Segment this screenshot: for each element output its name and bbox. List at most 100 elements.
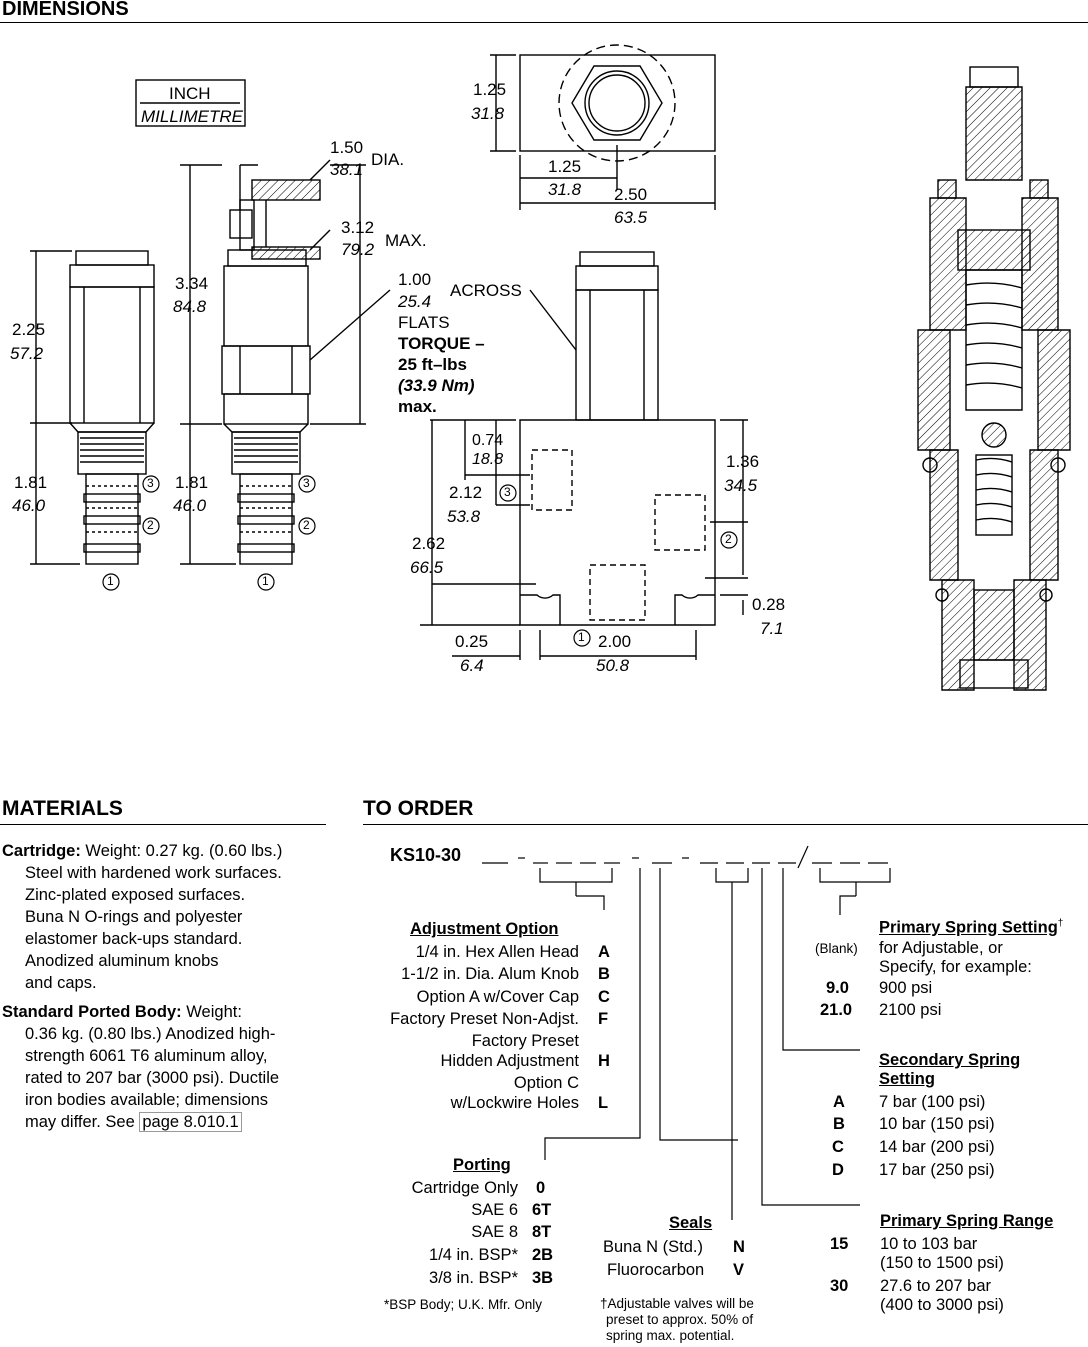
port-1-label-b: 1 [262, 574, 269, 588]
title-rule [0, 22, 1088, 23]
dim-2-25-in: 2.25 [12, 320, 46, 339]
blank-desc-2: Specify, for example: [879, 958, 1032, 976]
torque-value-ftlbs: 25 ft–lbs [398, 355, 467, 374]
seal-option-label: Buna N (Std.) [603, 1238, 703, 1256]
dim-1-36-in: 1.36 [726, 452, 760, 471]
porting-option-code: 8T [532, 1223, 552, 1241]
adjustment-option-label: 1-1/2 in. Dia. Alum Knob [401, 965, 579, 983]
materials-body: Standard Ported Body: Weight: [2, 1003, 242, 1021]
dim-2-62-in: 2.62 [412, 534, 446, 553]
dim-top-height-in: 1.25 [473, 80, 507, 99]
dim-top-half-in: 1.25 [548, 157, 582, 176]
dim-1-81-b-mm: 46.0 [173, 496, 207, 515]
dim-0-74-mm: 18.8 [472, 451, 504, 468]
dim-2-00-mm: 50.8 [596, 656, 630, 675]
to-order-rule [363, 824, 1088, 825]
seal-option-label: Fluorocarbon [607, 1261, 705, 1279]
primary-setting-code: 9.0 [826, 979, 849, 997]
adjustment-option-code: F [598, 1010, 609, 1028]
port-3-label: 3 [147, 476, 154, 490]
model-number: KS10-30 [390, 845, 462, 865]
materials-title: MATERIALS [2, 797, 123, 820]
dim-flats-mm: 25.4 [398, 292, 432, 311]
seal-option-code: N [733, 1238, 745, 1256]
dim-2-62-mm: 66.5 [410, 558, 444, 577]
porting-option-label: 1/4 in. BSP* [429, 1246, 518, 1264]
page-link[interactable]: page 8.010.1 [139, 1112, 242, 1132]
dim-0-25-in: 0.25 [455, 632, 489, 651]
adjustment-option-code: B [598, 965, 610, 983]
seal-option-code: V [733, 1261, 745, 1279]
primary-setting-heading: Primary Spring Setting† [879, 913, 1063, 939]
secondary-setting-code: D [832, 1161, 844, 1179]
adjustment-option-code: A [598, 943, 610, 961]
porting-option-label: 3/8 in. BSP* [429, 1269, 518, 1287]
dim-flats-in: 1.00 [398, 270, 432, 289]
dim-dia-label: DIA. [371, 150, 405, 169]
torque-label: TORQUE – [398, 334, 485, 353]
body-line-last: may differ. See page 8.010.1 [25, 1111, 242, 1133]
adjustment-option-label: Hidden Adjustment [440, 1052, 579, 1070]
dim-2-00-in: 2.00 [598, 632, 632, 651]
materials-rule [0, 824, 326, 825]
dim-1-81-b-in: 1.81 [175, 473, 209, 492]
seals-footnote-1: †Adjustable valves will be [600, 1296, 754, 1311]
dim-1-81-a-mm: 46.0 [12, 496, 46, 515]
dim-0-74-in: 0.74 [472, 432, 504, 449]
torque-value-nm: (33.9 Nm) [398, 376, 475, 395]
dim-2-12-in: 2.12 [449, 483, 483, 502]
to-order-title: TO ORDER [363, 797, 474, 820]
dim-2-25-mm: 57.2 [10, 344, 44, 363]
adjustment-option-label: Factory Preset Non-Adjst. [390, 1010, 579, 1028]
porting-option-label: SAE 8 [471, 1223, 518, 1241]
primary-range-code: 15 [830, 1235, 849, 1253]
cartridge-line: Buna N O-rings and polyester [25, 908, 243, 926]
dim-top-width-mm: 63.5 [614, 208, 648, 227]
cartridge-line: Steel with hardened work surfaces. [25, 864, 282, 882]
secondary-setting-label: 7 bar (100 psi) [879, 1093, 986, 1111]
secondary-setting-code: A [833, 1093, 845, 1111]
adjustment-option-label: Option A w/Cover Cap [416, 988, 579, 1006]
primary-setting-label: 2100 psi [879, 1001, 942, 1019]
cartridge-line: and caps. [25, 974, 97, 992]
adjustment-option-label: 1/4 in. Hex Allen Head [415, 943, 579, 961]
seals-title: Seals [669, 1214, 713, 1232]
dim-3-34-in: 3.34 [175, 274, 209, 293]
dim-0-25-mm: 6.4 [460, 656, 484, 675]
dim-knob-dia-in: 1.50 [330, 138, 364, 157]
porting-option-code: 0 [536, 1179, 546, 1197]
dimensions-title: DIMENSIONS [2, 0, 129, 20]
dim-2-12-mm: 53.8 [447, 507, 481, 526]
seals-footnote-2: preset to approx. 50% of [606, 1312, 754, 1327]
port-1-label-body: 1 [578, 630, 585, 644]
porting-footnote: *BSP Body; U.K. Mfr. Only [384, 1297, 543, 1312]
adjustment-option-label: w/Lockwire Holes [450, 1094, 579, 1112]
primary-setting-label: 900 psi [879, 979, 933, 997]
body-line: iron bodies available; dimensions [25, 1091, 269, 1109]
port-2-label-b: 2 [303, 518, 310, 532]
cartridge-line: Anodized aluminum knobs [25, 952, 219, 970]
dim-max-in: 3.12 [341, 218, 375, 237]
secondary-setting-label: 10 bar (150 psi) [879, 1115, 995, 1133]
dim-top-width-in: 2.50 [614, 185, 648, 204]
port-1-label: 1 [107, 574, 114, 588]
torque-max-label: max. [398, 397, 437, 416]
porting-title: Porting [453, 1156, 511, 1174]
porting-option-code: 6T [532, 1201, 552, 1219]
primary-range-line: 27.6 to 207 bar [880, 1277, 992, 1295]
cartridge-label: Cartridge: [2, 842, 81, 860]
unit-inch: INCH [169, 84, 211, 103]
dim-max-label: MAX. [385, 231, 427, 250]
secondary-setting-label: 17 bar (250 psi) [879, 1161, 995, 1179]
porting-option-label: Cartridge Only [411, 1179, 518, 1197]
adjustment-option-label: Option C [513, 1074, 579, 1092]
dim-0-28-in: 0.28 [752, 595, 786, 614]
secondary-setting-label: 14 bar (200 psi) [879, 1138, 995, 1156]
seals-footnote-3: spring max. potential. [606, 1328, 735, 1343]
dim-1-36-mm: 34.5 [724, 476, 758, 495]
dim-top-height-mm: 31.8 [471, 104, 505, 123]
dim-across-label: ACROSS [450, 281, 522, 300]
dimension-drawing [30, 44, 1071, 691]
port-3-label-b: 3 [303, 476, 310, 490]
